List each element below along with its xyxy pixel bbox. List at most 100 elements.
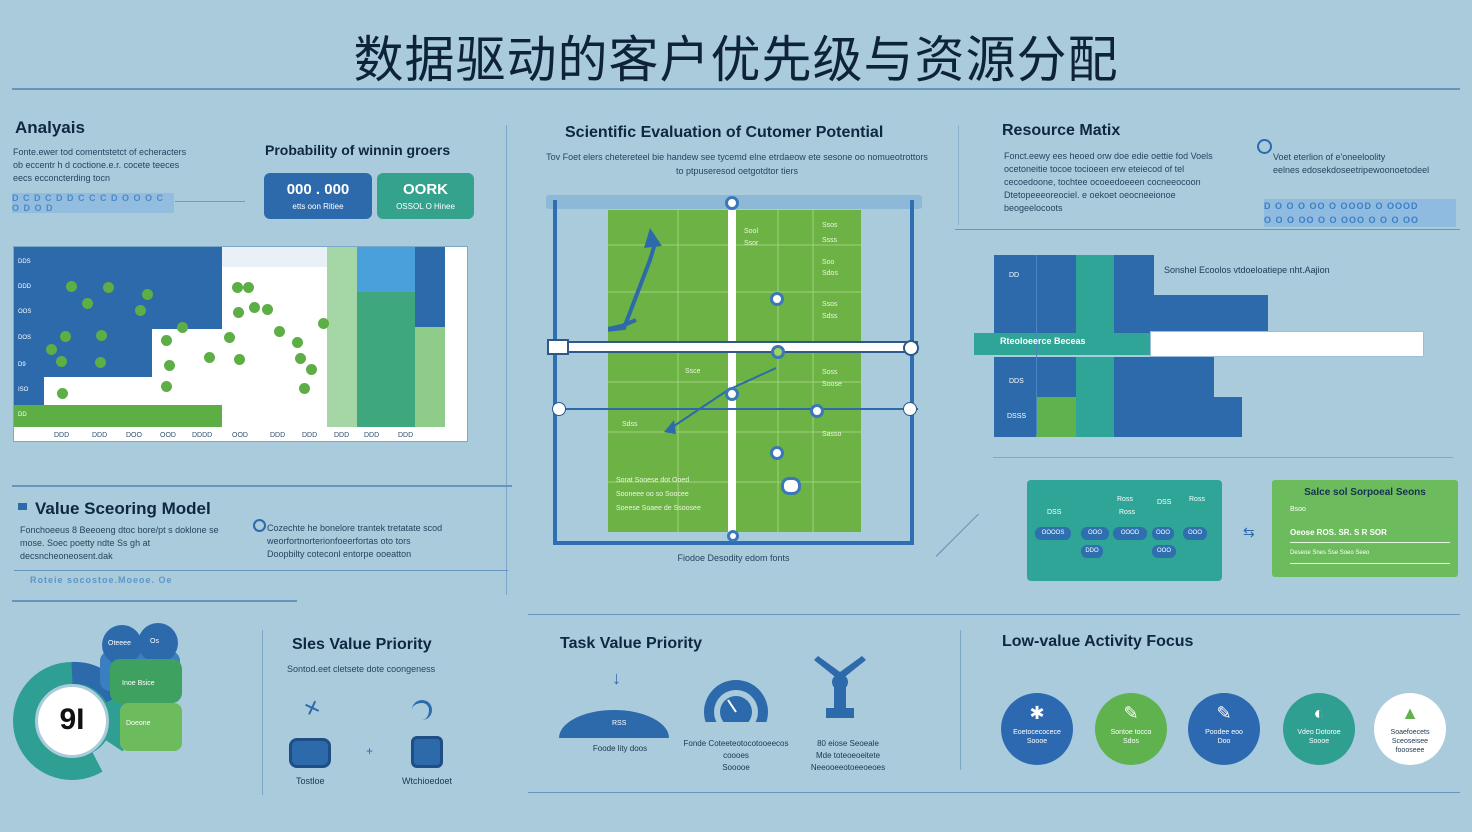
resource-bottom-divider bbox=[993, 457, 1453, 458]
heatmap-x-label: DDD bbox=[398, 432, 414, 439]
green-panel-title: Salce sol Sorpoeal Seons bbox=[1304, 487, 1426, 498]
heatmap-x-label: DDD bbox=[302, 432, 318, 439]
heatmap-x-label: DDDD bbox=[192, 432, 213, 439]
heatmap-x-label: DDD bbox=[92, 432, 108, 439]
info-circle-icon bbox=[1257, 139, 1272, 154]
database-stack-icon bbox=[411, 736, 443, 768]
value-donut-chart bbox=[13, 623, 182, 780]
resource-row-label: DSSS bbox=[1007, 413, 1027, 420]
resource-highlight-label: Rteoloeerce Beceas bbox=[1000, 336, 1086, 346]
sales-priority-title: Sles Value Priority bbox=[292, 636, 432, 653]
resource-bar-label: Sonshel Ecoolos vtdoeloatiepe nht.Aajion bbox=[1164, 265, 1330, 275]
evaluation-grid-label: Ssss bbox=[822, 237, 838, 244]
teal-panel-chip[interactable]: OOOOS bbox=[1035, 527, 1071, 540]
value-model-divider bbox=[12, 485, 512, 487]
donut-segment-label: Inoe Bsice bbox=[122, 680, 155, 687]
teal-panel-chip[interactable]: OOOD bbox=[1113, 527, 1147, 540]
analysis-arrow-line bbox=[175, 201, 245, 202]
evaluation-grid-label: Ssos bbox=[822, 222, 838, 229]
evaluation-grid-label: Sdss bbox=[822, 313, 838, 320]
teal-panel-chip[interactable]: OOO bbox=[1152, 527, 1174, 540]
value-model-subdivider bbox=[14, 570, 508, 571]
probability-pill-1[interactable]: 000 . 000 etts oon Ritiee bbox=[264, 173, 372, 219]
probability-pill-1-value: 000 . 000 bbox=[286, 181, 350, 198]
resource-side-text: Voet eterlion of e'oneeloolity eelnes ed… bbox=[1273, 152, 1430, 175]
low-value-circle[interactable]: ✎ Sontoe tocco Sdos bbox=[1095, 693, 1167, 765]
slider-right-handle[interactable] bbox=[903, 340, 919, 356]
resource-bar bbox=[994, 397, 1242, 437]
slider-left-handle[interactable] bbox=[547, 339, 569, 355]
task-gauge-label: 80 eiose Seoeale Mde toteoeoeitete Neeoo… bbox=[810, 739, 886, 772]
axis-left-handle[interactable] bbox=[552, 402, 566, 416]
evaluation-node[interactable] bbox=[725, 387, 739, 401]
analysis-heatmap: DDS DDD OOS DOS D9 ISO DD bbox=[13, 246, 468, 442]
evaluation-slider-track[interactable] bbox=[548, 341, 918, 353]
analysis-title: Analyais bbox=[15, 118, 85, 137]
teal-panel-chip[interactable]: OOO bbox=[1152, 545, 1176, 558]
resource-body: Fonct.eewy ees heoed orw doe edie oettie… bbox=[1004, 151, 1213, 213]
evaluation-axis-line bbox=[553, 408, 918, 410]
heatmap-x-label: DDD bbox=[270, 432, 286, 439]
heatmap-x-label: DDD bbox=[334, 432, 350, 439]
evaluation-grid-label: Soss bbox=[822, 369, 838, 376]
probability-pill-2-sub: OSSOL O Hinee bbox=[396, 202, 455, 211]
donut-segment-label: Os bbox=[150, 638, 159, 645]
evaluation-grid-label: Sdos bbox=[822, 270, 838, 277]
probability-title: Probability of winnin groers bbox=[265, 142, 451, 158]
low-value-circle[interactable]: ◐ Vdeo Dotoroe Soooe bbox=[1283, 693, 1355, 765]
low-value-circle[interactable]: ✱ Eoetocecocece Soooe bbox=[1001, 693, 1073, 765]
evaluation-node[interactable] bbox=[781, 477, 801, 495]
heatmap-x-label: DDD bbox=[54, 432, 70, 439]
teal-panel-head: Ross bbox=[1117, 496, 1133, 503]
task-gauge-label: Fonde Coteeteotocotooeecos coooes Sooooe bbox=[683, 739, 789, 772]
evaluation-bottom-label: Sooneee oo so Soocee bbox=[616, 491, 689, 498]
task-priority-title: Task Value Priority bbox=[560, 635, 702, 652]
resource-highlight-input[interactable] bbox=[1150, 331, 1424, 357]
teal-panel-chip[interactable]: OOO bbox=[1081, 527, 1109, 540]
donut-segment-label: Doeone bbox=[126, 720, 151, 727]
teal-panel-head: DSS bbox=[1047, 509, 1062, 516]
sales-divider bbox=[262, 630, 263, 795]
trophy-icon bbox=[814, 656, 866, 718]
teal-panel-head: DSS bbox=[1157, 499, 1172, 506]
evaluation-grid-label: Soo bbox=[822, 259, 835, 266]
heatmap-y-label: DDD bbox=[18, 284, 31, 290]
teal-panel-chip[interactable]: OOO bbox=[1183, 527, 1207, 540]
evaluation-caption: Fiodoe Desodity edom fonts bbox=[677, 553, 790, 563]
resource-bar bbox=[994, 295, 1268, 335]
refresh-arc-icon bbox=[412, 700, 432, 720]
probability-pill-2[interactable]: OORK OSSOL O Hinee bbox=[377, 173, 474, 219]
info-circle-icon bbox=[253, 519, 266, 532]
evaluation-node[interactable] bbox=[770, 446, 784, 460]
donut-segment-label: Oteeee bbox=[108, 640, 131, 647]
bottom-section-divider bbox=[528, 614, 1460, 615]
heatmap-y-label: D9 bbox=[18, 362, 26, 368]
gauge-value: RSS bbox=[612, 720, 627, 727]
low-value-circle-label: Soaefoecets Sceoseisee foooseee bbox=[1390, 729, 1430, 754]
teal-panel-head: Ross bbox=[1189, 496, 1205, 503]
half-gauge-icon bbox=[559, 710, 669, 738]
green-panel-line: Oeose ROS. SR. S R SOR bbox=[1290, 528, 1387, 537]
low-value-circle[interactable]: ▲ Soaefoecets Sceoseisee foooseee bbox=[1374, 693, 1446, 765]
axis-right-handle[interactable] bbox=[903, 402, 917, 416]
evaluation-node[interactable] bbox=[810, 404, 824, 418]
green-panel-line: Bsoo bbox=[1290, 506, 1306, 513]
evaluation-node[interactable] bbox=[770, 292, 784, 306]
low-value-circle[interactable]: ✎ Poodee eoo Doo bbox=[1188, 693, 1260, 765]
resource-row-label: DD bbox=[1009, 272, 1020, 279]
evaluation-node[interactable] bbox=[727, 530, 739, 542]
low-value-title: Low-value Activity Focus bbox=[1002, 633, 1194, 650]
evaluation-bottom-label: Soeese Soaee de Ssoosee bbox=[616, 505, 701, 512]
resource-highlight-bar[interactable] bbox=[974, 333, 1150, 355]
network-icon: ✱ bbox=[1029, 703, 1045, 723]
evaluation-node[interactable] bbox=[771, 345, 785, 359]
evaluation-node[interactable] bbox=[725, 196, 739, 210]
evaluation-grid-label: Ssce bbox=[685, 368, 701, 375]
teal-panel-head: Ross bbox=[1119, 509, 1135, 516]
tools-icon: ✕ bbox=[300, 695, 325, 723]
evaluation-grid-label: Soose bbox=[822, 381, 842, 388]
teal-panel-chip[interactable]: DDO bbox=[1081, 545, 1103, 558]
probability-pill-2-value: OORK bbox=[403, 181, 448, 198]
resource-blurred-text: D O O O OO O OOOD O OOOD O O O OO O O OO… bbox=[1264, 199, 1456, 227]
down-arrow-icon: ↓ bbox=[612, 668, 621, 688]
